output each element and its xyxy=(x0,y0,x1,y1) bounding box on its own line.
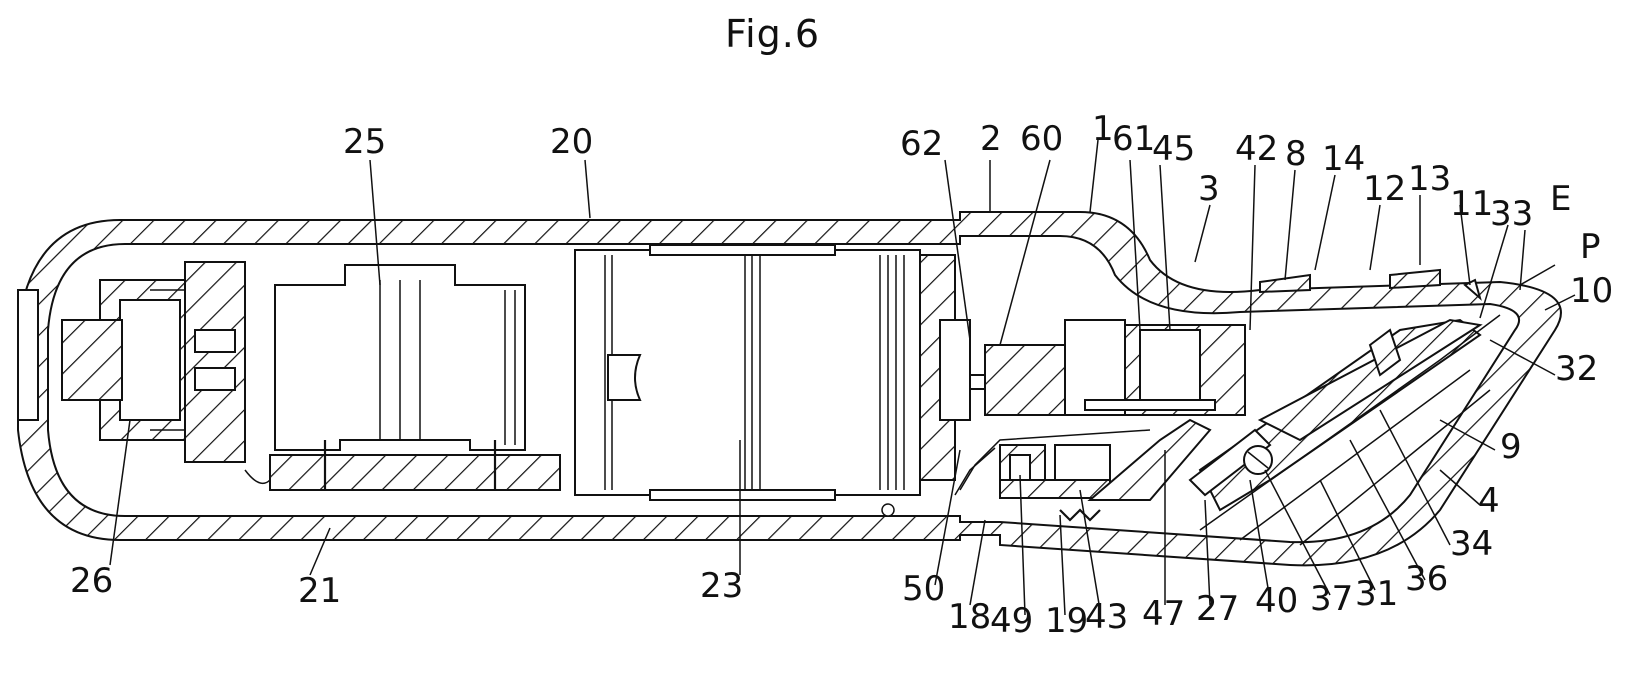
label-34: 34 xyxy=(1450,524,1493,564)
drive-assembly xyxy=(969,319,1246,416)
label-26: 26 xyxy=(70,561,113,601)
label-32: 32 xyxy=(1555,349,1598,389)
lower-mechanism xyxy=(954,418,1212,522)
label-8: 8 xyxy=(1285,134,1307,174)
label-12: 12 xyxy=(1363,169,1406,209)
leader-lines xyxy=(109,139,1576,616)
label-2: 2 xyxy=(980,119,1002,159)
label-23: 23 xyxy=(700,566,743,606)
label-49: 49 xyxy=(990,601,1033,641)
label-9: 9 xyxy=(1500,427,1522,467)
label-E: E xyxy=(1550,179,1571,219)
label-43: 43 xyxy=(1085,597,1128,637)
label-27: 27 xyxy=(1196,589,1239,629)
label-10: 10 xyxy=(1570,271,1613,311)
blade-head xyxy=(1188,314,1501,546)
motor xyxy=(574,244,971,517)
label-18: 18 xyxy=(948,597,991,637)
label-14: 14 xyxy=(1322,139,1365,179)
label-40: 40 xyxy=(1255,581,1298,621)
label-33: 33 xyxy=(1490,194,1533,234)
label-36: 36 xyxy=(1405,559,1448,599)
label-3: 3 xyxy=(1198,169,1220,209)
label-42: 42 xyxy=(1235,129,1278,169)
label-19: 19 xyxy=(1045,601,1088,641)
label-4: 4 xyxy=(1478,481,1500,521)
label-21: 21 xyxy=(298,571,341,611)
label-31: 31 xyxy=(1355,574,1398,614)
connector-block xyxy=(61,261,246,463)
battery-cell xyxy=(244,264,561,491)
label-62: 62 xyxy=(900,124,943,164)
figure-title: Fig.6 xyxy=(725,12,821,56)
label-11: 11 xyxy=(1450,184,1493,224)
label-50: 50 xyxy=(902,569,945,609)
reference-numerals: 25 20 62 2 60 1 61 45 42 3 8 14 12 13 11… xyxy=(70,109,1613,641)
label-P: P xyxy=(1580,227,1601,267)
label-60: 60 xyxy=(1020,119,1063,159)
label-61: 61 xyxy=(1112,119,1155,159)
label-13: 13 xyxy=(1408,159,1451,199)
label-25: 25 xyxy=(343,122,386,162)
label-37: 37 xyxy=(1310,579,1353,619)
label-20: 20 xyxy=(550,122,593,162)
label-47: 47 xyxy=(1142,594,1185,634)
label-45: 45 xyxy=(1152,129,1195,169)
label-1: 1 xyxy=(1092,109,1114,149)
